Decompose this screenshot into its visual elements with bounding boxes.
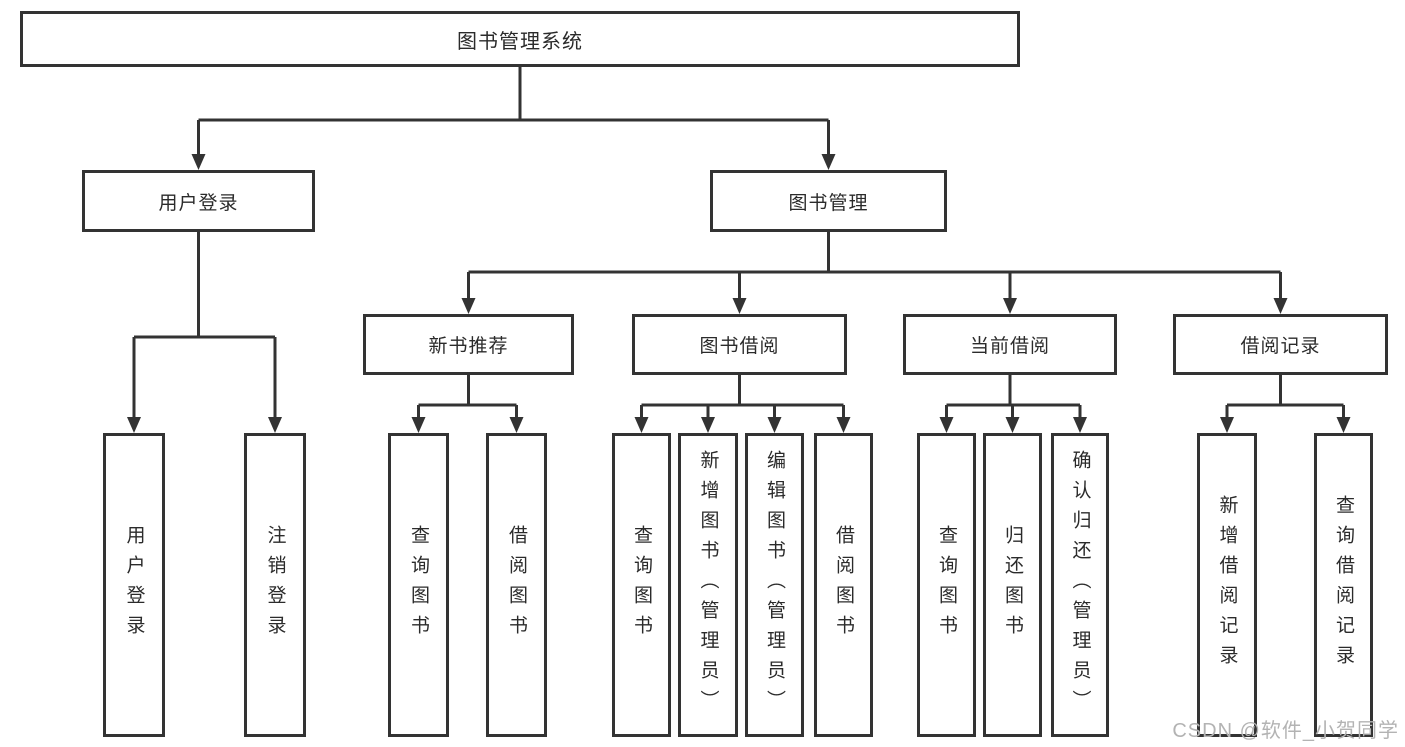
- leaf-cb-query-book-label: 查询图书: [936, 525, 957, 645]
- arrow-icon: [1220, 417, 1234, 433]
- leaf-bb-add-book: 新增图书（管理员）: [678, 433, 738, 737]
- leaf-bb-edit-book: 编辑图书（管理员）: [745, 433, 804, 737]
- node-borrow-record-label: 借阅记录: [1240, 336, 1321, 357]
- connector-new-book-rec-branch: [417, 375, 518, 418]
- leaf-br-add-record-label: 新增借阅记录: [1216, 495, 1238, 675]
- node-book-mgmt: 图书管理: [710, 170, 947, 232]
- arrow-icon: [821, 154, 836, 170]
- arrow-icon: [939, 417, 954, 433]
- leaf-nbr-borrow-book: 借阅图书: [486, 433, 547, 737]
- node-borrow-record: 借阅记录: [1173, 314, 1388, 375]
- leaf-nbr-query-book-label: 查询图书: [408, 525, 429, 645]
- arrow-icon: [461, 298, 476, 314]
- connector-borrow-record-branch: [1225, 375, 1345, 418]
- arrow-icon: [411, 417, 426, 433]
- leaf-bb-borrow-book-label: 借阅图书: [833, 525, 854, 645]
- arrow-icon: [1003, 298, 1017, 314]
- node-user-login: 用户登录: [82, 170, 315, 232]
- arrow-icon: [1073, 417, 1087, 433]
- arrow-icon: [836, 417, 851, 433]
- arrow-icon: [701, 417, 715, 433]
- arrow-icon: [268, 417, 282, 433]
- leaf-bb-edit-book-label: 编辑图书（管理员）: [764, 450, 785, 720]
- arrow-icon: [509, 417, 524, 433]
- leaf-cb-return-book: 归还图书: [983, 433, 1042, 737]
- csdn-watermark: CSDN @软件_小贺同学: [1172, 720, 1399, 742]
- node-user-login-label: 用户登录: [158, 192, 239, 214]
- node-book-borrow: 图书借阅: [632, 314, 847, 375]
- node-new-book-rec-label: 新书推荐: [428, 336, 509, 357]
- leaf-br-query-record: 查询借阅记录: [1314, 433, 1373, 737]
- arrow-icon: [732, 298, 747, 314]
- arrow-icon: [191, 154, 206, 170]
- leaf-cb-query-book: 查询图书: [917, 433, 976, 737]
- leaf-bb-add-book-label: 新增图书（管理员）: [697, 450, 719, 720]
- leaf-br-add-record: 新增借阅记录: [1197, 433, 1257, 737]
- leaf-nbr-query-book: 查询图书: [388, 433, 449, 737]
- connector-book-mgmt-branch: [467, 232, 1282, 299]
- leaf-cb-confirm-return-label: 确认归还（管理员）: [1069, 450, 1091, 720]
- arrow-icon: [1336, 417, 1351, 433]
- node-current-borrow: 当前借阅: [903, 314, 1117, 375]
- leaf-cb-return-book-label: 归还图书: [1002, 525, 1023, 645]
- leaf-cb-confirm-return: 确认归还（管理员）: [1051, 433, 1109, 737]
- arrow-icon: [767, 417, 782, 433]
- leaf-user-login-label: 用户登录: [123, 525, 145, 645]
- arrow-icon: [634, 417, 649, 433]
- leaf-logout-label: 注销登录: [264, 525, 286, 645]
- connector-book-borrow-branch: [640, 375, 845, 418]
- node-root-label: 图书管理系统: [457, 30, 583, 53]
- leaf-bb-query-book: 查询图书: [612, 433, 671, 737]
- node-root: 图书管理系统: [20, 11, 1020, 67]
- connector-user-login-branch: [132, 232, 277, 418]
- leaf-user-login: 用户登录: [103, 433, 165, 737]
- arrow-icon: [1273, 298, 1288, 314]
- arrow-icon: [1005, 417, 1020, 433]
- node-book-mgmt-label: 图书管理: [788, 192, 869, 214]
- connector-current-borrow-branch: [945, 375, 1082, 418]
- leaf-nbr-borrow-book-label: 借阅图书: [506, 525, 527, 645]
- arrowheads: [127, 154, 1351, 433]
- node-book-borrow-label: 图书借阅: [699, 336, 780, 357]
- leaf-bb-query-book-label: 查询图书: [631, 525, 652, 645]
- leaf-bb-borrow-book: 借阅图书: [814, 433, 873, 737]
- arrow-icon: [127, 417, 141, 433]
- connector-root-to-level2: [197, 67, 830, 155]
- leaf-logout: 注销登录: [244, 433, 306, 737]
- leaf-br-query-record-label: 查询借阅记录: [1333, 495, 1354, 675]
- node-current-borrow-label: 当前借阅: [969, 336, 1050, 357]
- node-new-book-rec: 新书推荐: [363, 314, 574, 375]
